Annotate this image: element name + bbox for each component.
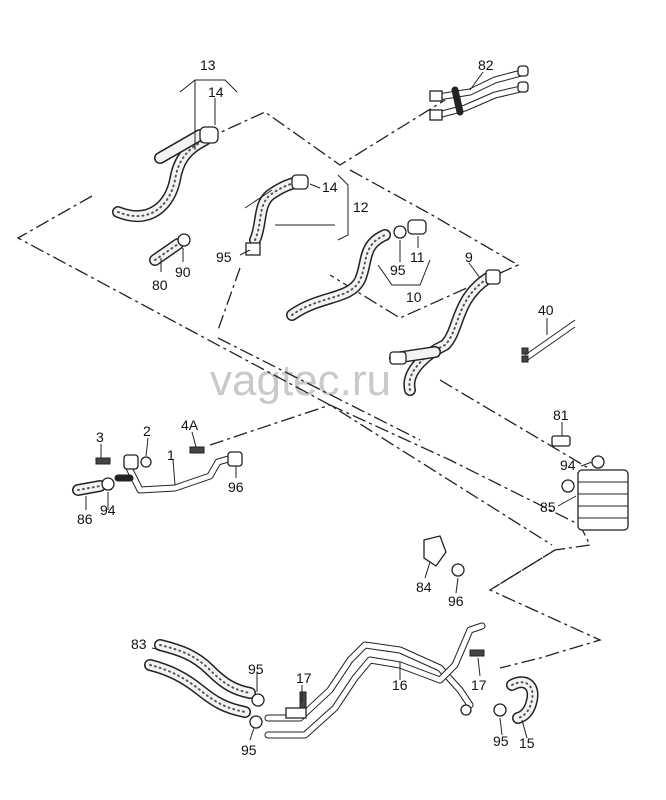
callout-40: 40 <box>538 302 554 318</box>
callout-80: 80 <box>152 277 168 293</box>
callout-17: 17 <box>296 670 312 686</box>
callout-86: 86 <box>77 511 93 527</box>
bracket-84 <box>423 535 465 577</box>
callout-13: 13 <box>200 57 216 73</box>
oil-cooler-85 <box>551 435 629 531</box>
hose-83 <box>144 639 265 729</box>
callout-9: 9 <box>465 249 473 265</box>
callout-12: 12 <box>353 199 369 215</box>
hose-13 <box>112 126 219 223</box>
clamp-90 <box>177 233 191 247</box>
callout-15: 15 <box>519 735 535 751</box>
callout-16: 16 <box>392 677 408 693</box>
cable-ties-40 <box>521 319 576 363</box>
hose-12 <box>244 174 309 246</box>
callout-83: 83 <box>131 636 147 652</box>
callout-94: 94 <box>560 457 576 473</box>
clamp-95 <box>245 242 261 256</box>
callout-85: 85 <box>540 499 556 515</box>
callout-95: 95 <box>390 262 406 278</box>
callout-11: 11 <box>410 249 425 265</box>
callout-82: 82 <box>478 57 494 73</box>
callout-labels: 13 14 82 14 12 95 90 80 11 95 9 10 40 81… <box>77 57 576 758</box>
callout-84: 84 <box>416 579 432 595</box>
callout-94: 94 <box>100 502 116 518</box>
callout-96: 96 <box>448 593 464 609</box>
callout-81: 81 <box>553 407 569 423</box>
callout-95: 95 <box>493 733 509 749</box>
coolant-pipe-82 <box>429 65 529 121</box>
leader-lines <box>85 71 593 741</box>
coolant-pipe-1 <box>72 446 243 496</box>
callout-96: 96 <box>228 479 244 495</box>
callout-95: 95 <box>248 661 264 677</box>
callout-17: 17 <box>471 677 487 693</box>
callout-2: 2 <box>143 423 151 439</box>
callout-1: 1 <box>167 447 175 463</box>
callout-90: 90 <box>175 264 191 280</box>
callout-14: 14 <box>208 84 224 100</box>
callout-95: 95 <box>241 742 257 758</box>
watermark: vagtec.ru <box>210 356 391 405</box>
hose-80 <box>149 233 261 266</box>
callout-95: 95 <box>216 249 232 265</box>
callout-10: 10 <box>406 289 422 305</box>
callout-14: 14 <box>322 179 338 195</box>
hose-9 <box>389 269 501 396</box>
callout-4a: 4A <box>181 417 199 433</box>
callout-3: 3 <box>96 429 104 445</box>
coolant-pipe-16 <box>264 622 486 739</box>
hose-10 <box>286 219 427 321</box>
hose-15 <box>460 676 539 724</box>
